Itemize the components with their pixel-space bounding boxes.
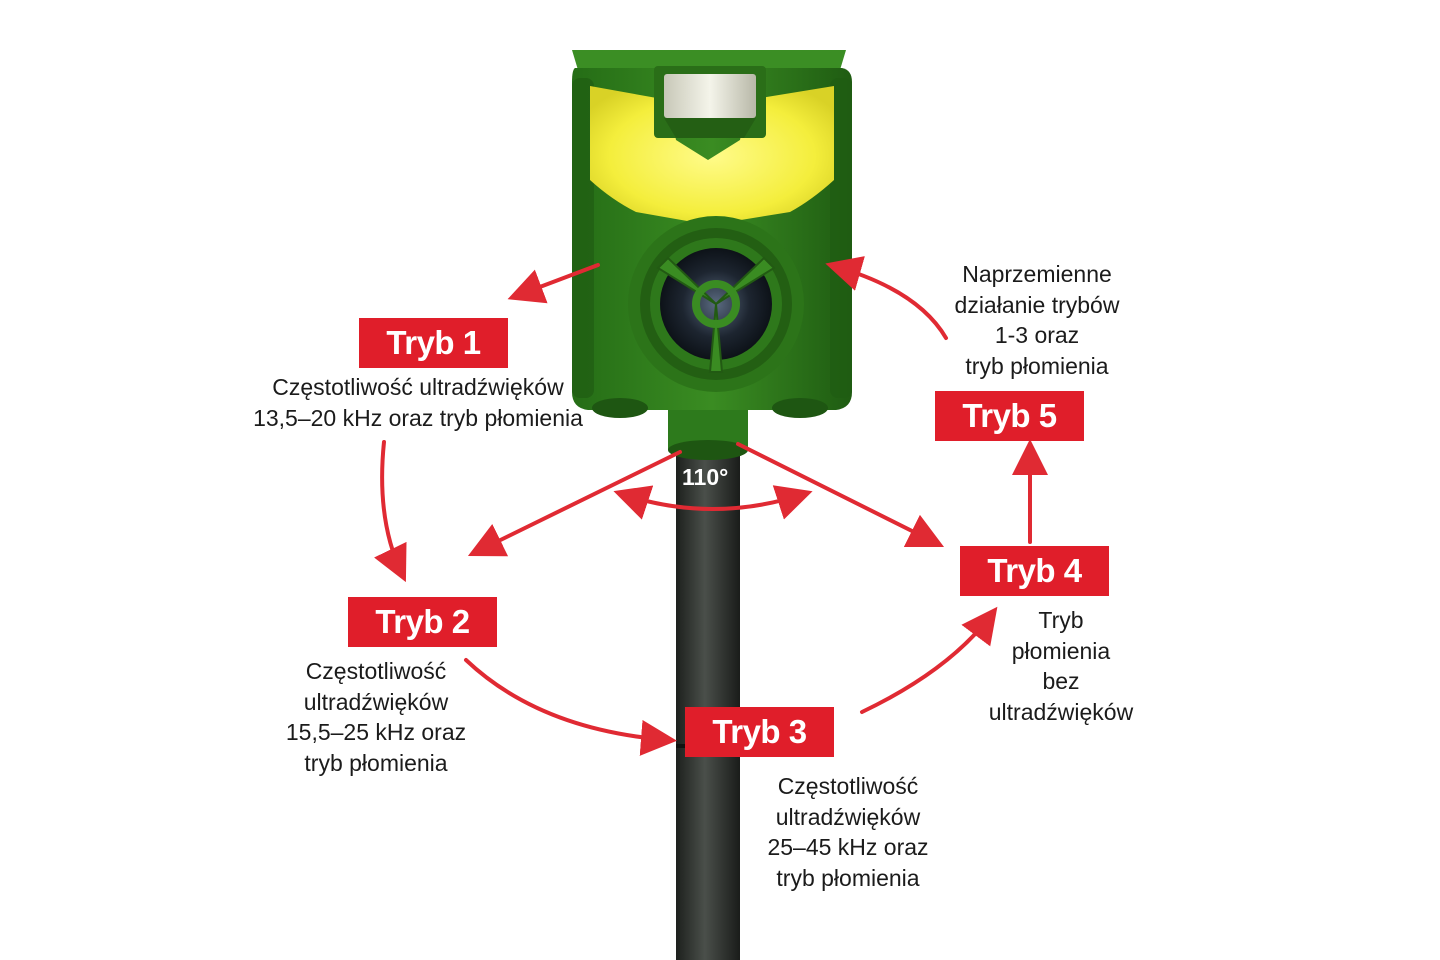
beam-arrow-left-bottom — [467, 450, 682, 557]
mode-5-description: Naprzemienne działanie trybów 1-3 oraz t… — [954, 261, 1120, 379]
mode-2-badge: Tryb 2 — [348, 597, 497, 647]
speaker-grille — [656, 256, 776, 373]
pir-sensor — [664, 74, 756, 118]
mode-3-badge: Tryb 3 — [685, 707, 834, 757]
mode-3-description: Częstotliwość ultradźwięków 25–45 kHz or… — [767, 773, 929, 891]
beam-arrow-right-top — [825, 256, 948, 340]
detection-angle-label: 110° — [682, 464, 729, 490]
mode-5-badge: Tryb 5 — [935, 391, 1084, 441]
mode-1-badge: Tryb 1 — [359, 318, 508, 368]
beam-arrow-right-bottom — [736, 442, 945, 548]
mounting-pole — [676, 440, 740, 960]
beam-arrow-left-top — [507, 263, 600, 304]
mode-4-badge: Tryb 4 — [960, 546, 1109, 596]
housing-cap — [572, 50, 846, 70]
mode-2-description: Częstotliwość ultradźwięków 15,5–25 kHz … — [285, 658, 467, 776]
mode-4-description: Tryb płomienia bez ultradźwięków — [988, 607, 1134, 725]
mode-1-description: Częstotliwość ultradźwięków 13,5–20 kHz … — [253, 374, 583, 431]
cycle-arrow-2-3 — [464, 658, 677, 756]
detection-angle-arc — [613, 485, 813, 520]
cycle-arrow-3-4 — [860, 606, 998, 714]
led-strip — [590, 86, 834, 225]
cycle-arrow-1-2 — [374, 440, 407, 583]
